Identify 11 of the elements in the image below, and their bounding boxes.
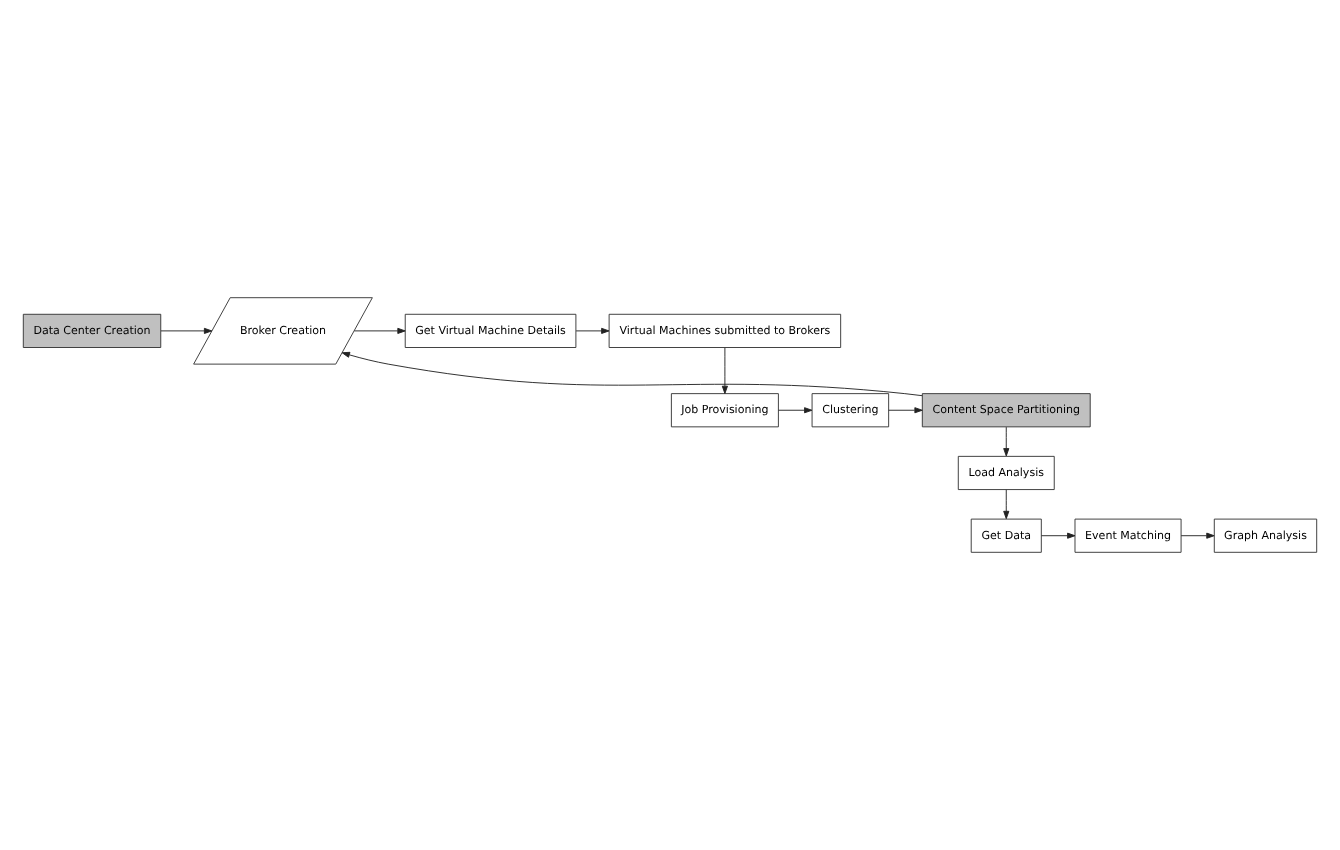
arrow xyxy=(1041,532,1076,539)
arrow xyxy=(575,327,610,334)
arrow xyxy=(353,327,406,334)
arrow xyxy=(888,407,923,414)
arrow xyxy=(1180,532,1215,539)
arrow xyxy=(1003,426,1010,457)
arrow xyxy=(160,327,213,334)
arrow xyxy=(341,351,923,397)
arrow xyxy=(1003,489,1010,520)
arrow xyxy=(778,407,813,414)
arrow xyxy=(721,347,728,394)
